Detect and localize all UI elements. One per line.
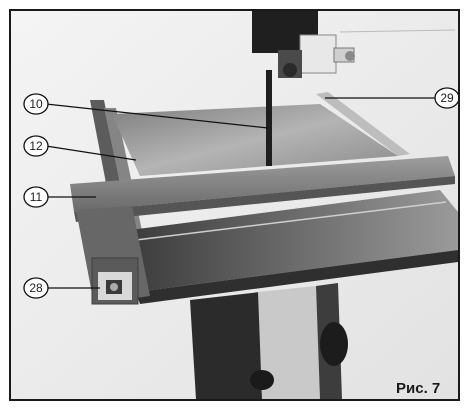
- svg-text:29: 29: [440, 91, 454, 105]
- saw-table: [112, 104, 398, 176]
- saw-base: [190, 283, 348, 399]
- figure-caption: Рис. 7: [396, 380, 441, 397]
- upper-blade-guide: [252, 11, 456, 78]
- callout-28: 28: [23, 277, 49, 299]
- svg-text:28: 28: [29, 281, 43, 295]
- svg-text:10: 10: [29, 97, 43, 111]
- rip-fence: [70, 156, 455, 212]
- saw-blade: [266, 70, 272, 166]
- callout-29: 29: [434, 87, 460, 109]
- svg-text:11: 11: [30, 190, 43, 204]
- callout-11: 11: [23, 186, 49, 208]
- fence-rail: [130, 190, 458, 292]
- callout-12: 12: [23, 135, 49, 157]
- callout-leaders: [45, 97, 436, 289]
- svg-text:12: 12: [29, 139, 43, 153]
- callout-10: 10: [23, 93, 49, 115]
- figure-frame: [9, 9, 460, 401]
- fence-lock-block: [76, 206, 150, 305]
